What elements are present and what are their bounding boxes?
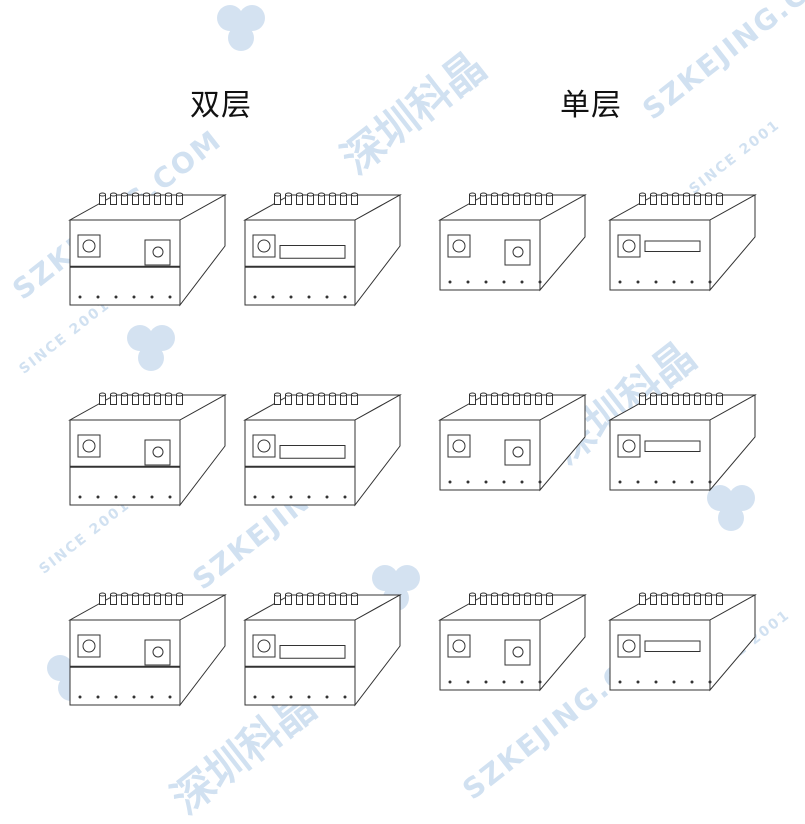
double-layer-die-drawing (50, 170, 240, 320)
double-layer-die-drawing (50, 370, 240, 520)
single-layer-die-drawing (590, 570, 780, 720)
watermark-logo-icon (210, 0, 270, 60)
watermark-url: SZKEJING.COM (636, 0, 805, 127)
double-layer-die-drawing (225, 370, 415, 520)
heading-single-layer: 单层 (560, 88, 622, 123)
double-layer-die-drawing (50, 570, 240, 720)
double-layer-die-drawing (225, 170, 415, 320)
double-layer-die-drawing (225, 570, 415, 720)
single-layer-die-drawing (420, 370, 610, 520)
single-layer-die-drawing (590, 370, 780, 520)
single-layer-die-drawing (420, 170, 610, 320)
watermark-cn: 深圳科晶 (332, 41, 495, 184)
heading-double-layer: 双层 (190, 88, 252, 123)
single-layer-die-drawing (420, 570, 610, 720)
single-layer-die-drawing (590, 170, 780, 320)
